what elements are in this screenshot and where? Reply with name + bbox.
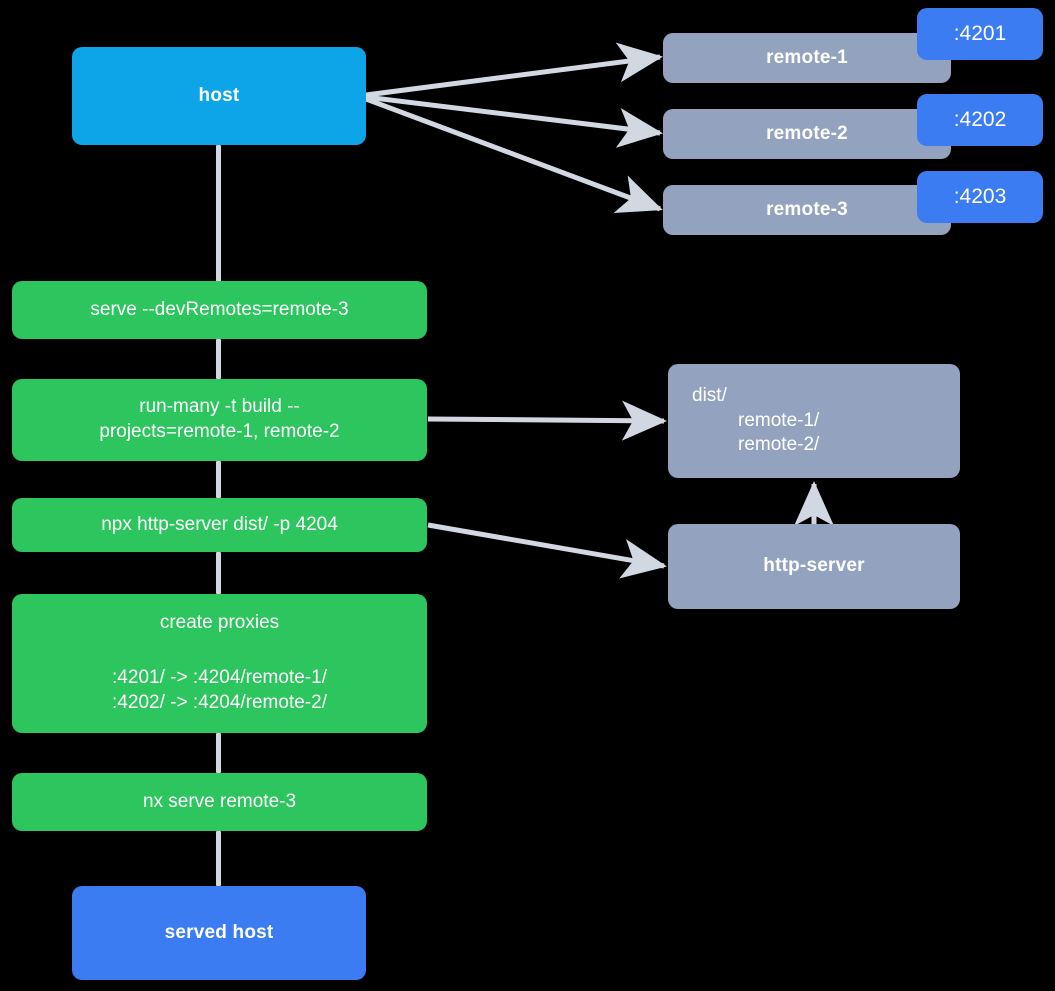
node-http-server[interactable]: http-server: [668, 524, 960, 609]
connector-serve-to-run-many: [216, 339, 221, 379]
node-command-serve[interactable]: serve --devRemotes=remote-3: [12, 281, 427, 339]
dist-child-remote-2: remote-2/: [738, 434, 820, 456]
badge-remote-2-port: :4202: [917, 94, 1043, 146]
node-remote-2-label: remote-2: [766, 122, 848, 144]
node-remote-3-label: remote-3: [766, 198, 848, 220]
edge-host-remote-3: [365, 96, 663, 214]
node-host-label: host: [198, 84, 240, 106]
node-command-npx-http-server[interactable]: npx http-server dist/ -p 4204: [12, 498, 427, 552]
edge-run-many-dist: [427, 400, 667, 441]
edge-host-remote-1: [365, 42, 663, 98]
node-remote-1[interactable]: remote-1: [663, 33, 951, 83]
command-serve-label: serve --devRemotes=remote-3: [90, 298, 349, 320]
node-command-nx-serve[interactable]: nx serve remote-3: [12, 773, 427, 831]
edge-npx-http-server: [427, 522, 667, 579]
connector-npx-to-create-proxies: [216, 552, 221, 594]
command-create-proxies-map-2: :4202/ -> :4204/remote-2/: [112, 691, 327, 713]
command-create-proxies-title: create proxies: [159, 612, 280, 634]
command-create-proxies-map-1: :4201/ -> :4204/remote-1/: [112, 667, 327, 689]
badge-remote-3-port: :4203: [917, 171, 1043, 223]
connector-create-proxies-to-nx-serve: [216, 733, 221, 773]
node-served-host-label: served host: [164, 921, 274, 943]
node-served-host[interactable]: served host: [72, 886, 366, 980]
badge-remote-1-port: :4201: [917, 8, 1043, 60]
connector-host-to-serve: [216, 145, 221, 285]
node-host[interactable]: host: [72, 47, 366, 145]
node-dist-folder[interactable]: dist/ remote-1/ remote-2/: [668, 364, 960, 478]
node-remote-3[interactable]: remote-3: [663, 185, 951, 235]
badge-remote-2-port-label: :4202: [953, 108, 1007, 131]
node-command-run-many[interactable]: run-many -t build -- projects=remote-1, …: [12, 379, 427, 461]
connector-run-many-to-npx: [216, 461, 221, 498]
dist-child-remote-1: remote-1/: [738, 409, 820, 431]
badge-remote-3-port-label: :4203: [953, 185, 1007, 208]
command-npx-http-server-label: npx http-server dist/ -p 4204: [101, 513, 338, 535]
command-run-many-line2: projects=remote-1, remote-2: [99, 421, 340, 442]
badge-remote-1-port-label: :4201: [953, 22, 1007, 45]
command-nx-serve-label: nx serve remote-3: [142, 790, 297, 812]
node-command-create-proxies[interactable]: create proxies :4201/ -> :4204/remote-1/…: [12, 594, 427, 733]
node-remote-1-label: remote-1: [766, 46, 848, 68]
connector-nx-serve-to-served-host: [216, 831, 221, 886]
edge-host-remote-2: [365, 94, 663, 148]
dist-root-label: dist/: [692, 384, 727, 406]
node-http-server-label: http-server: [763, 555, 865, 577]
command-run-many-line1: run-many -t build --: [139, 396, 300, 418]
node-remote-2[interactable]: remote-2: [663, 109, 951, 159]
